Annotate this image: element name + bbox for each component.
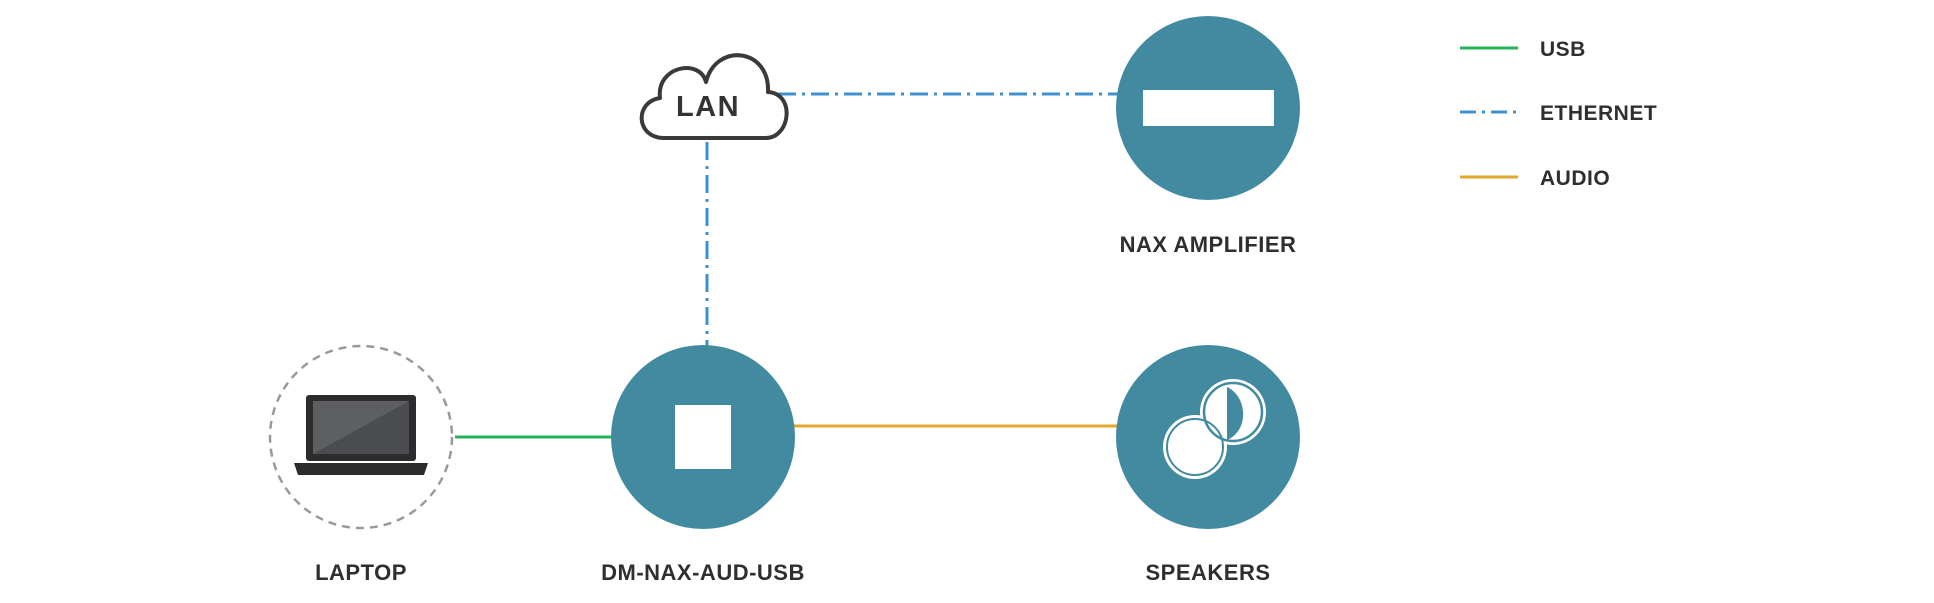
legend: USB ETHERNET AUDIO	[1460, 38, 1657, 190]
lan-label: LAN	[676, 91, 740, 123]
legend-usb-label: USB	[1540, 38, 1586, 61]
dm-nax-node	[611, 345, 795, 529]
legend-item-ethernet: ETHERNET	[1460, 102, 1657, 125]
laptop-label: LAPTOP	[315, 560, 407, 585]
speakers-node	[1116, 345, 1300, 529]
legend-item-audio: AUDIO	[1460, 167, 1610, 190]
nax-amplifier-node	[1116, 16, 1300, 200]
lan-cloud: LAN	[639, 53, 789, 140]
speaker-icon	[1163, 379, 1266, 479]
legend-item-usb: USB	[1460, 38, 1586, 61]
dm-nax-label: DM-NAX-AUD-USB	[601, 560, 805, 585]
rack-unit-icon	[1143, 90, 1274, 126]
legend-audio-label: AUDIO	[1540, 167, 1610, 190]
laptop-node	[268, 344, 454, 530]
nax-amplifier-label: NAX AMPLIFIER	[1120, 232, 1297, 257]
square-device-icon	[675, 405, 731, 469]
laptop-icon	[294, 395, 428, 475]
cloud-icon	[639, 53, 789, 140]
speakers-label: SPEAKERS	[1145, 560, 1270, 585]
legend-ethernet-label: ETHERNET	[1540, 102, 1657, 125]
